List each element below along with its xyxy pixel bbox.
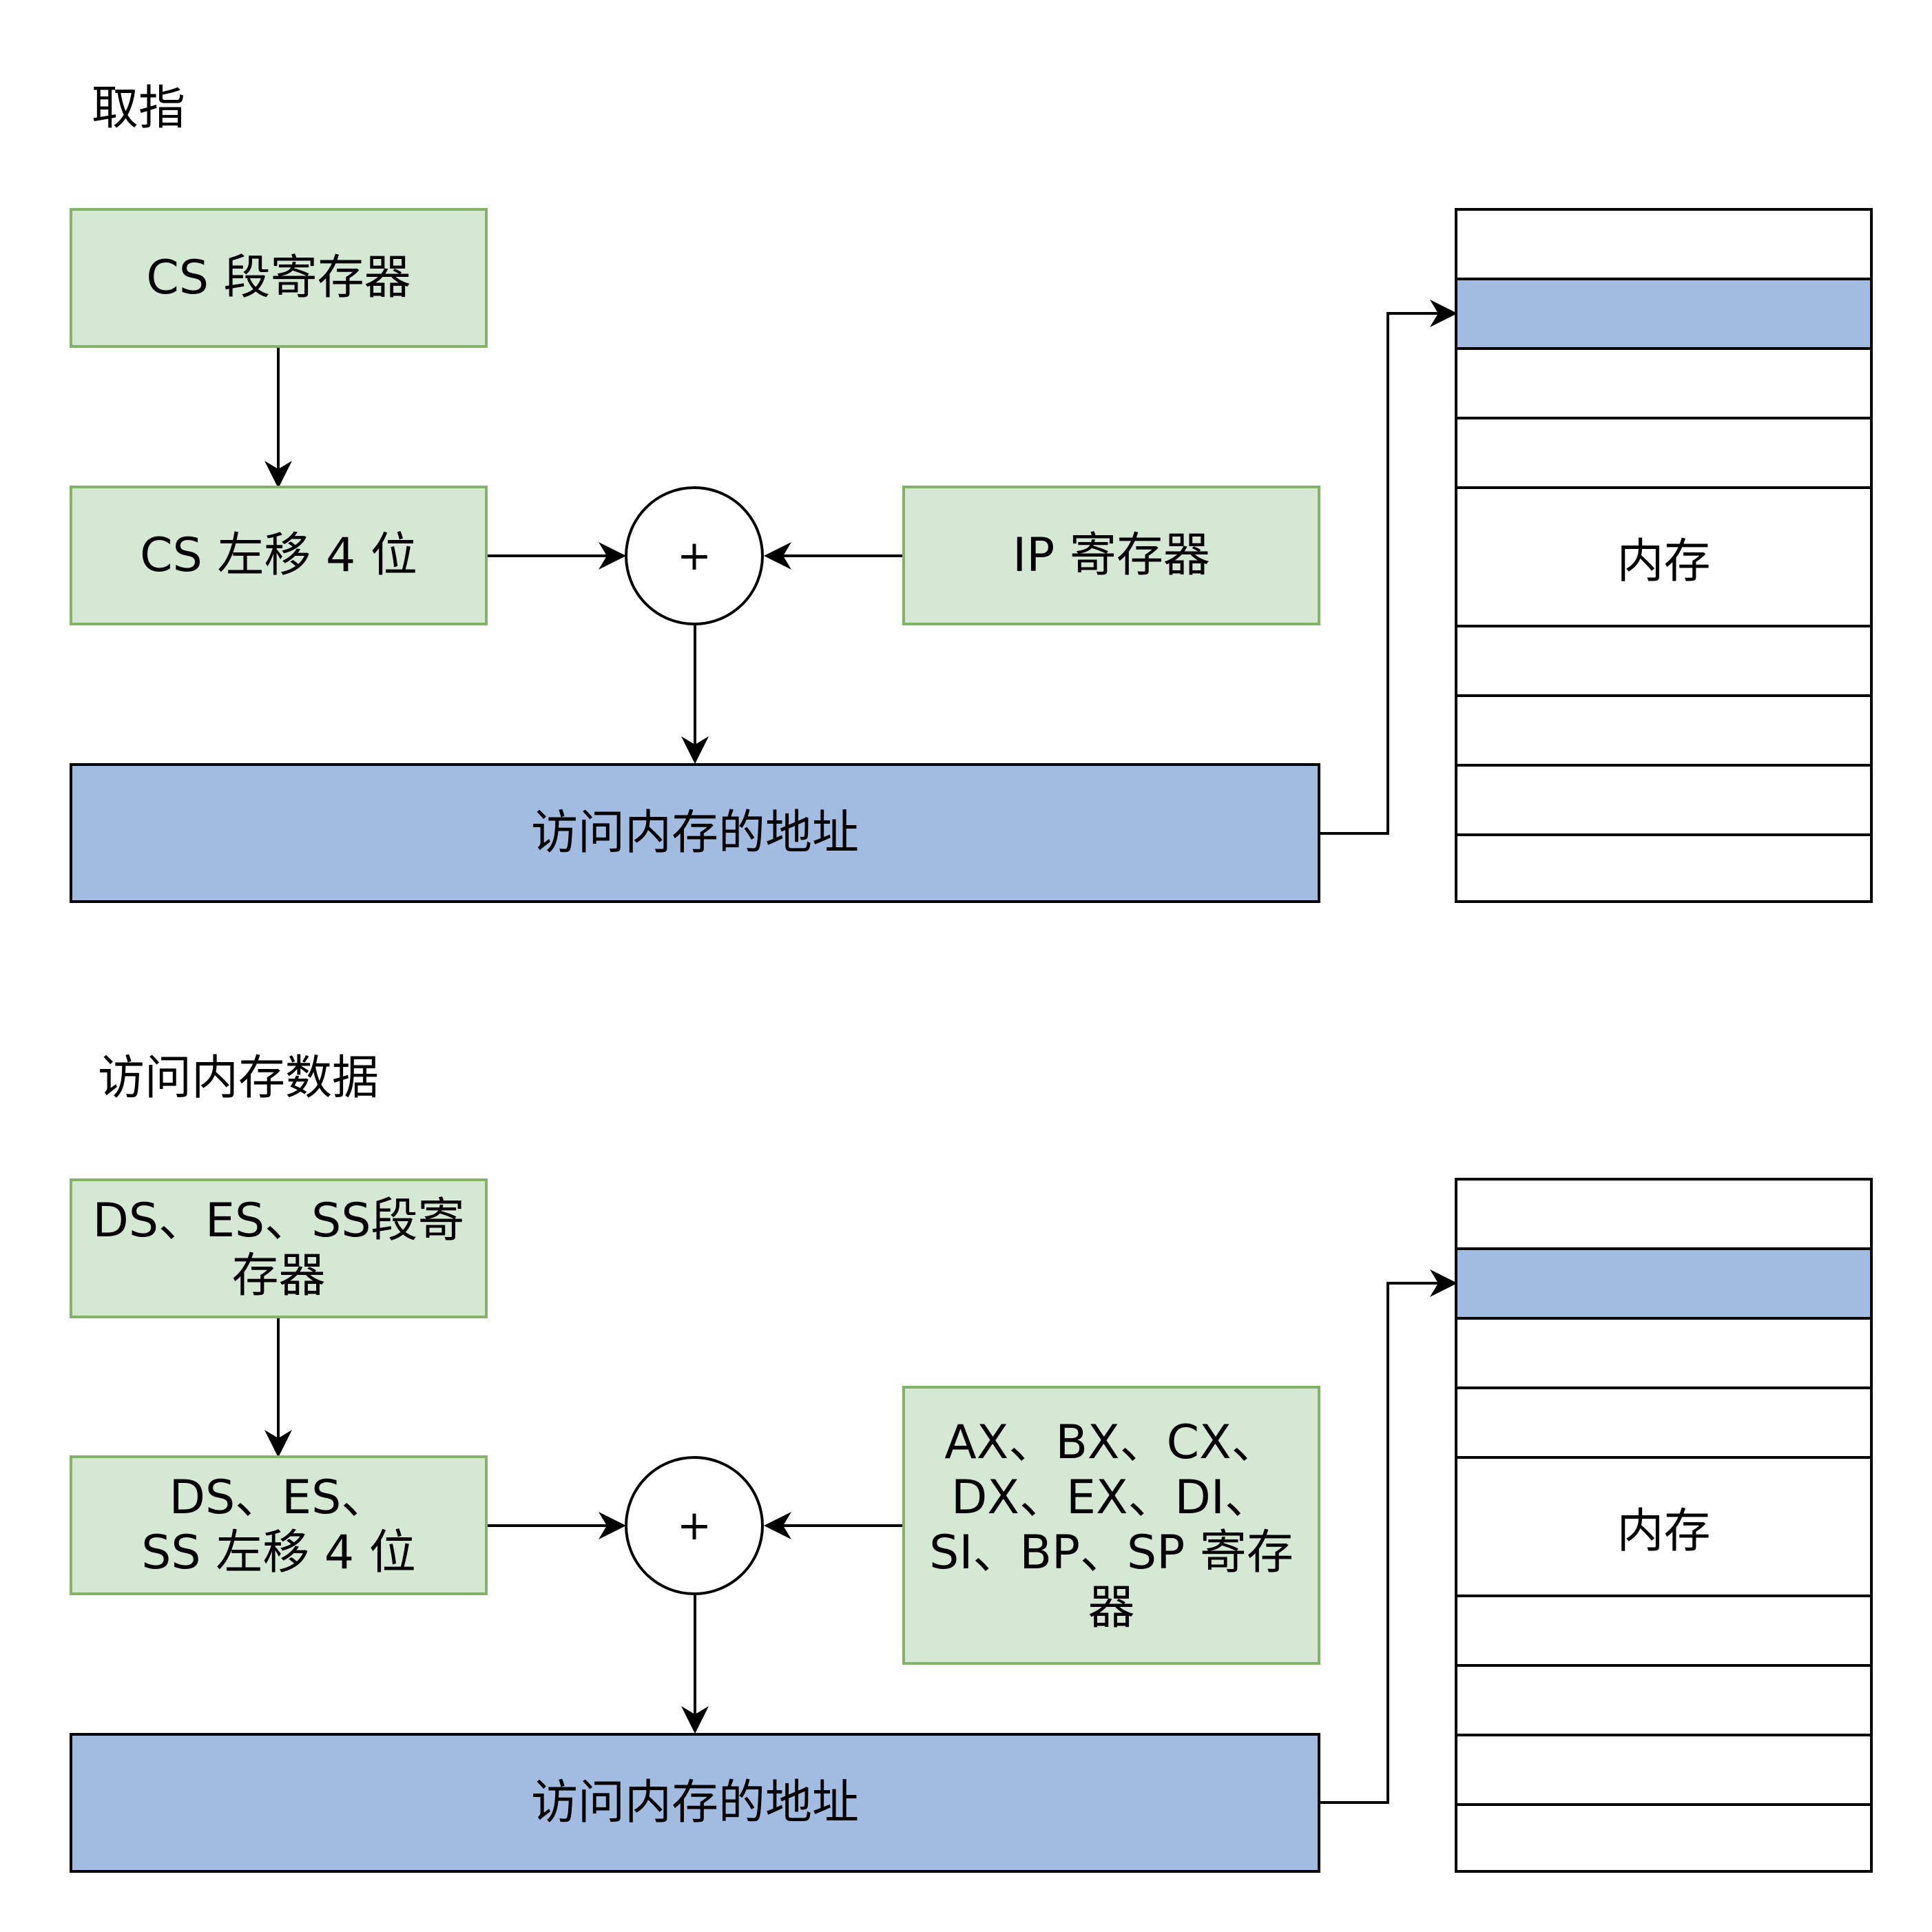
fetch-memory: 内存 [1455,208,1873,903]
memory-cell [1457,419,1870,489]
memory-cell [1457,211,1870,280]
data-segment-shift-line: DS、ES、 [169,1470,388,1525]
offset-registers-line: SI、BP、SP 寄存 [929,1525,1294,1580]
fetch-adder: + [625,486,764,625]
fetch-memory-label: 内存 [1617,534,1711,589]
arrow-address-to-memory [1318,300,1457,835]
data-address-box: 访问内存的地址 [70,1733,1320,1873]
offset-registers-line: AX、BX、CX、 [944,1415,1278,1470]
data-segment-register-line: DS、ES、SS段寄 [92,1193,465,1248]
cs-segment-register: CS 段寄存器 [70,208,488,348]
data-segment-shift-box: DS、ES、 SS 左移 4 位 [70,1455,488,1595]
memory-cell [1457,1667,1870,1736]
fetch-address-label: 访问内存的地址 [530,805,859,860]
memory-cell [1457,1320,1870,1389]
offset-registers-label: AX、BX、CX、 DX、EX、DI、 SI、BP、SP 寄存 器 [929,1415,1294,1636]
data-segment-register: DS、ES、SS段寄 存器 [70,1178,488,1318]
memory-cell [1457,697,1870,767]
cs-segment-register-label: CS 段寄存器 [146,250,411,305]
memory-cell [1457,1736,1870,1806]
memory-cell [1457,1806,1870,1876]
data-segment-register-line: 存器 [231,1248,326,1303]
fetch-adder-symbol: + [676,532,712,580]
memory-cell-label: 内存 [1457,1459,1870,1597]
memory-cell [1457,836,1870,906]
memory-cell [1457,627,1870,697]
data-adder: + [625,1456,764,1595]
data-memory: 内存 [1455,1178,1873,1873]
data-access-section-title: 访问内存数据 [98,1051,380,1105]
memory-cell [1457,767,1870,836]
data-address-label: 访问内存的地址 [530,1775,859,1830]
offset-registers-line: 器 [1088,1580,1135,1635]
memory-cell-label: 内存 [1457,489,1870,627]
fetch-address-box: 访问内存的地址 [70,763,1320,903]
memory-cell-highlighted [1457,280,1870,350]
offset-registers-box: AX、BX、CX、 DX、EX、DI、 SI、BP、SP 寄存 器 [902,1386,1320,1665]
data-adder-symbol: + [676,1502,712,1550]
arrow-address-to-memory-2 [1318,1269,1457,1804]
ip-register-label: IP 寄存器 [1012,528,1210,583]
data-segment-register-label: DS、ES、SS段寄 存器 [93,1194,465,1304]
memory-cell [1457,1181,1870,1250]
data-segment-shift-line: SS 左移 4 位 [141,1525,416,1580]
memory-cell [1457,350,1870,419]
data-memory-label: 内存 [1617,1504,1711,1559]
data-segment-shift-label: DS、ES、 SS 左移 4 位 [141,1471,415,1581]
ip-register: IP 寄存器 [902,486,1320,625]
memory-cell-highlighted [1457,1250,1870,1320]
cs-shift-box: CS 左移 4 位 [70,486,488,625]
memory-cell [1457,1389,1870,1459]
offset-registers-line: DX、EX、DI、 [951,1470,1271,1525]
fetch-section-title: 取指 [92,81,186,136]
cs-shift-label: CS 左移 4 位 [140,528,417,583]
memory-cell [1457,1597,1870,1667]
